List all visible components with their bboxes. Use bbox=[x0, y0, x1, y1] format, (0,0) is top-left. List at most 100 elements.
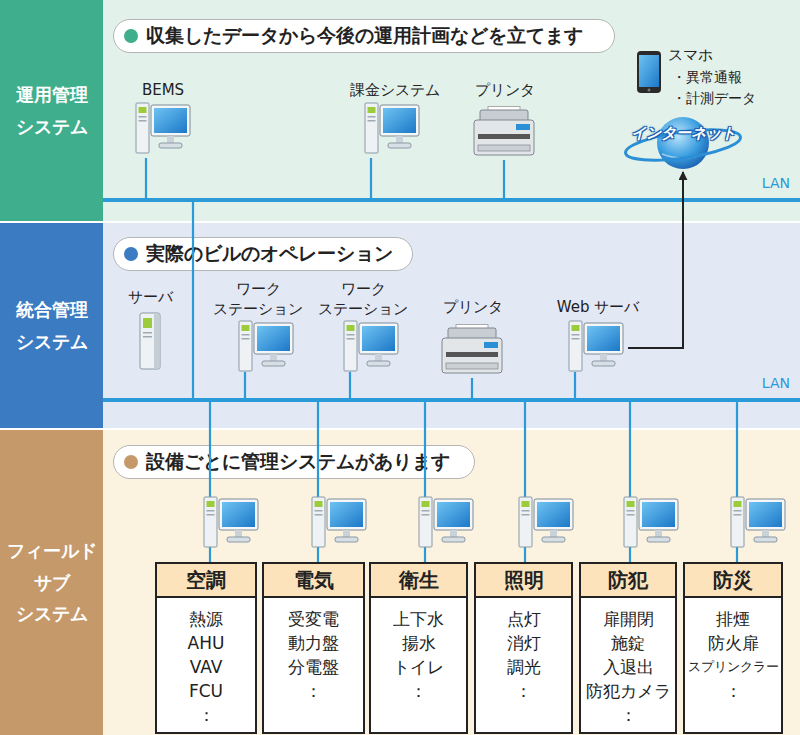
lan-label: LAN bbox=[762, 175, 790, 191]
phone-item: ・計測データ bbox=[672, 88, 756, 109]
equipment-list: 点灯消灯調光： bbox=[476, 598, 571, 703]
equipment-item: 施錠 bbox=[611, 631, 645, 655]
globe-symbol bbox=[624, 117, 742, 169]
tower-symbol bbox=[140, 313, 160, 369]
device-node: サーバ bbox=[125, 288, 175, 372]
lan-label: LAN bbox=[762, 375, 790, 391]
device-label: BEMS bbox=[142, 81, 184, 101]
device-node: BEMS bbox=[125, 80, 201, 158]
device-label-area: ワーク ステーション bbox=[208, 280, 308, 320]
device-label: サーバ bbox=[128, 288, 173, 308]
field-computer-icon bbox=[731, 497, 785, 547]
band-label: 運用管理 システム bbox=[4, 79, 100, 142]
bubble-dot bbox=[124, 247, 138, 261]
device-node: 課金システム bbox=[340, 80, 450, 158]
printer-icon bbox=[440, 324, 504, 376]
device-label-area: プリンタ bbox=[468, 81, 542, 101]
band-label-column: 運用管理 システム bbox=[0, 0, 103, 221]
band-label-column: 統合管理 システム bbox=[0, 223, 103, 428]
equipment-header: 照明 bbox=[476, 564, 571, 598]
lan-wire bbox=[503, 160, 505, 198]
lan-wire bbox=[629, 402, 631, 562]
bubble-text: 収集したデータから今後の運用計画などを立てます bbox=[146, 23, 583, 49]
equipment-box: 空調熱源AHUVAVFCU： bbox=[155, 562, 257, 734]
internet-globe: インターネット bbox=[622, 114, 744, 172]
lan-wire bbox=[524, 402, 526, 562]
equipment-box: 照明点灯消灯調光： bbox=[474, 562, 573, 734]
device-label-area: サーバ bbox=[115, 288, 185, 308]
printer-symbol bbox=[442, 325, 502, 374]
pc-symbol bbox=[569, 321, 623, 371]
internet-label: インターネット bbox=[631, 124, 736, 143]
lan-wire bbox=[209, 402, 211, 562]
pc-icon bbox=[568, 320, 624, 372]
phone-symbol bbox=[637, 51, 661, 93]
device-node: プリンタ bbox=[433, 298, 513, 378]
equipment-header: 衛生 bbox=[371, 564, 466, 598]
equipment-item: 点灯 bbox=[507, 607, 541, 631]
device-node: プリンタ bbox=[468, 80, 542, 160]
lan-wire bbox=[471, 378, 473, 398]
tower-icon bbox=[139, 312, 161, 370]
equipment-title: 空調 bbox=[186, 567, 226, 594]
equipment-item: 調光 bbox=[507, 655, 541, 679]
phone-item: ・異常通報 bbox=[672, 67, 742, 88]
equipment-item: 入退出 bbox=[603, 655, 654, 679]
equipment-item: 分電盤 bbox=[288, 655, 339, 679]
equipment-list: 扉開閉施錠入退出防犯カメラ： bbox=[581, 598, 675, 727]
printer-symbol bbox=[474, 107, 534, 156]
equipment-list: 熱源AHUVAVFCU： bbox=[157, 598, 255, 727]
equipment-item: AHU bbox=[188, 631, 225, 655]
lan-wire bbox=[349, 372, 351, 398]
device-label-area: プリンタ bbox=[433, 298, 513, 318]
equipment-list: 受変電動力盤分電盤： bbox=[264, 598, 363, 703]
lan-wire bbox=[736, 402, 738, 562]
lan-wire bbox=[317, 402, 319, 562]
equipment-item: 動力盤 bbox=[288, 631, 339, 655]
device-label: プリンタ bbox=[475, 81, 535, 101]
equipment-list: 上下水揚水トイレ： bbox=[371, 598, 466, 703]
lan-wire bbox=[574, 372, 576, 398]
device-node: ワーク ステーション bbox=[313, 280, 413, 372]
lan-bus: LAN bbox=[103, 398, 800, 402]
equipment-item: 排煙 bbox=[716, 607, 750, 631]
globe-label-area: インターネット bbox=[612, 121, 754, 145]
device-label-area: Web サーバ bbox=[548, 298, 648, 318]
equipment-item: FCU bbox=[189, 679, 223, 703]
device-label: 課金システム bbox=[350, 81, 440, 101]
equipment-box: 衛生上下水揚水トイレ： bbox=[369, 562, 468, 734]
equipment-title: 防犯 bbox=[608, 567, 648, 594]
equipment-item: 消灯 bbox=[507, 631, 541, 655]
equipment-title: 衛生 bbox=[399, 567, 439, 594]
lan-label-area: LAN bbox=[740, 175, 790, 195]
equipment-list: 排煙防火扉スプリンクラー： bbox=[685, 598, 781, 703]
field-computer-icon bbox=[312, 497, 366, 547]
equipment-item: 揚水 bbox=[402, 631, 436, 655]
band-label: 統合管理 システム bbox=[4, 294, 100, 357]
field-computer-icon bbox=[419, 497, 473, 547]
lan-wire bbox=[424, 402, 426, 562]
equipment-title: 照明 bbox=[504, 567, 544, 594]
device-node: ワーク ステーション bbox=[208, 280, 308, 372]
lan-bus: LAN bbox=[103, 198, 800, 202]
globe-icon bbox=[622, 114, 744, 172]
equipment-item: VAV bbox=[190, 655, 223, 679]
field-computer-icon bbox=[519, 497, 573, 547]
band-label: フィールド サブ システム bbox=[4, 535, 100, 630]
smartphone-node: スマホ・異常通報・計測データ bbox=[632, 46, 782, 112]
field-computer-icon bbox=[204, 497, 258, 547]
equipment-item: 防火扉 bbox=[708, 631, 759, 655]
pc-symbol bbox=[344, 321, 398, 371]
pc-symbol bbox=[239, 321, 293, 371]
equipment-box: 防犯扉開閉施錠入退出防犯カメラ： bbox=[579, 562, 677, 734]
device-label: プリンタ bbox=[443, 298, 503, 318]
lan-label-area: LAN bbox=[740, 375, 790, 395]
equipment-item: トイレ bbox=[393, 655, 444, 679]
pc-symbol bbox=[365, 103, 419, 153]
pc-icon bbox=[238, 320, 294, 372]
equipment-header: 空調 bbox=[157, 564, 255, 598]
pc-symbol bbox=[136, 103, 190, 153]
device-label-area: ワーク ステーション bbox=[313, 280, 413, 320]
printer-icon bbox=[472, 106, 536, 158]
